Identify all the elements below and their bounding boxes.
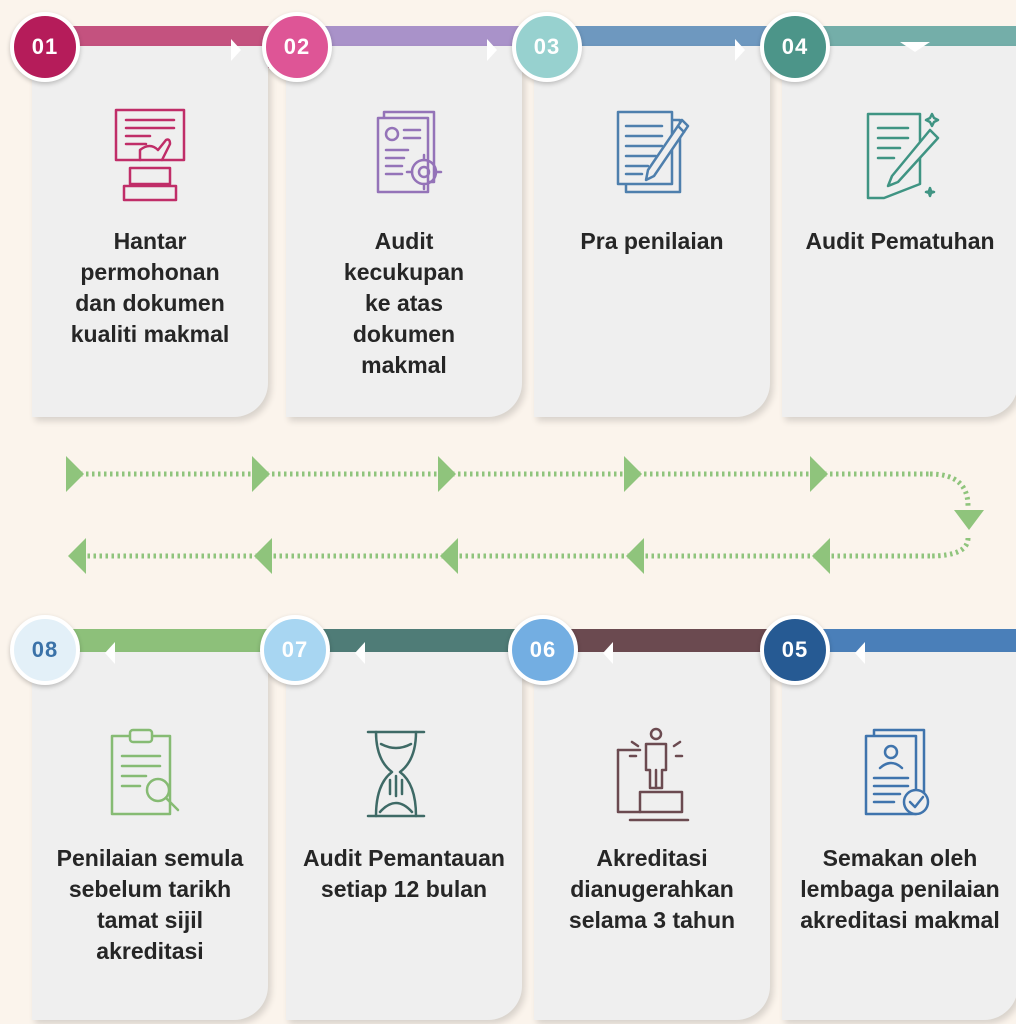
step-badge-08: 08	[10, 615, 80, 685]
card-step-1	[32, 46, 268, 417]
notepad-pen-icon	[616, 110, 690, 194]
flow-arrow-left-icon	[440, 538, 458, 574]
step-label-05: Semakan oleh lembaga penilaian akreditas…	[800, 845, 1000, 933]
step-badge-06: 06	[508, 615, 578, 685]
step-label-01: Hantar permohonan dan dokumen kualiti ma…	[70, 228, 230, 347]
step-badge-05: 05	[760, 615, 830, 685]
flow-arrow-right-icon	[624, 456, 642, 492]
flow-connector	[66, 456, 984, 574]
step-label-08: Penilaian semula sebelum tarikh tamat si…	[56, 845, 244, 964]
document-pencil-icon	[866, 112, 940, 200]
step-label-03: Pra penilaian	[580, 228, 724, 254]
card-step-8	[32, 652, 268, 1020]
step-badge-07: 07	[260, 615, 330, 685]
flow-arrow-right-icon	[438, 456, 456, 492]
document-gear-icon	[376, 110, 443, 194]
hand-document-icon	[114, 108, 186, 202]
hourglass-icon	[366, 730, 426, 818]
chevron-right-icon	[231, 39, 241, 61]
resume-check-icon	[864, 728, 930, 816]
chevron-left-icon	[105, 642, 115, 664]
chevron-left-icon	[855, 642, 865, 664]
step-label-02: Audit kecukupan ke atas dokumen makmal	[343, 228, 465, 378]
card-step-6	[534, 652, 770, 1020]
step-label-06: Akreditasi dianugerahkan selama 3 tahun	[568, 845, 736, 933]
card-step-5	[782, 652, 1016, 1020]
chevron-right-icon	[735, 39, 745, 61]
person-podium-icon	[616, 727, 690, 822]
card-step-3	[534, 46, 770, 417]
flow-arrow-right-icon	[810, 456, 828, 492]
step-label-04: Audit Pematuhan	[805, 228, 995, 254]
clipboard-magnifier-icon	[110, 728, 180, 816]
flow-arrow-right-icon	[252, 456, 270, 492]
step-badge-02: 02	[262, 12, 332, 82]
chevron-left-icon	[355, 642, 365, 664]
chevron-left-icon	[603, 642, 613, 664]
step-label-07: Audit Pemantauan setiap 12 bulan	[303, 845, 505, 902]
step-badge-01: 01	[10, 12, 80, 82]
chevron-right-icon	[487, 39, 497, 61]
card-step-7	[286, 652, 522, 1020]
card-step-4	[782, 46, 1016, 417]
step-badge-04: 04	[760, 12, 830, 82]
flow-arrow-right-icon	[66, 456, 84, 492]
chevron-down-icon	[900, 42, 930, 52]
flow-arrow-left-icon	[254, 538, 272, 574]
flow-arrow-left-icon	[812, 538, 830, 574]
step-badge-03: 03	[512, 12, 582, 82]
flow-arrow-down-icon	[954, 510, 984, 530]
flow-arrow-left-icon	[68, 538, 86, 574]
flow-arrow-left-icon	[626, 538, 644, 574]
card-step-2	[286, 46, 522, 417]
